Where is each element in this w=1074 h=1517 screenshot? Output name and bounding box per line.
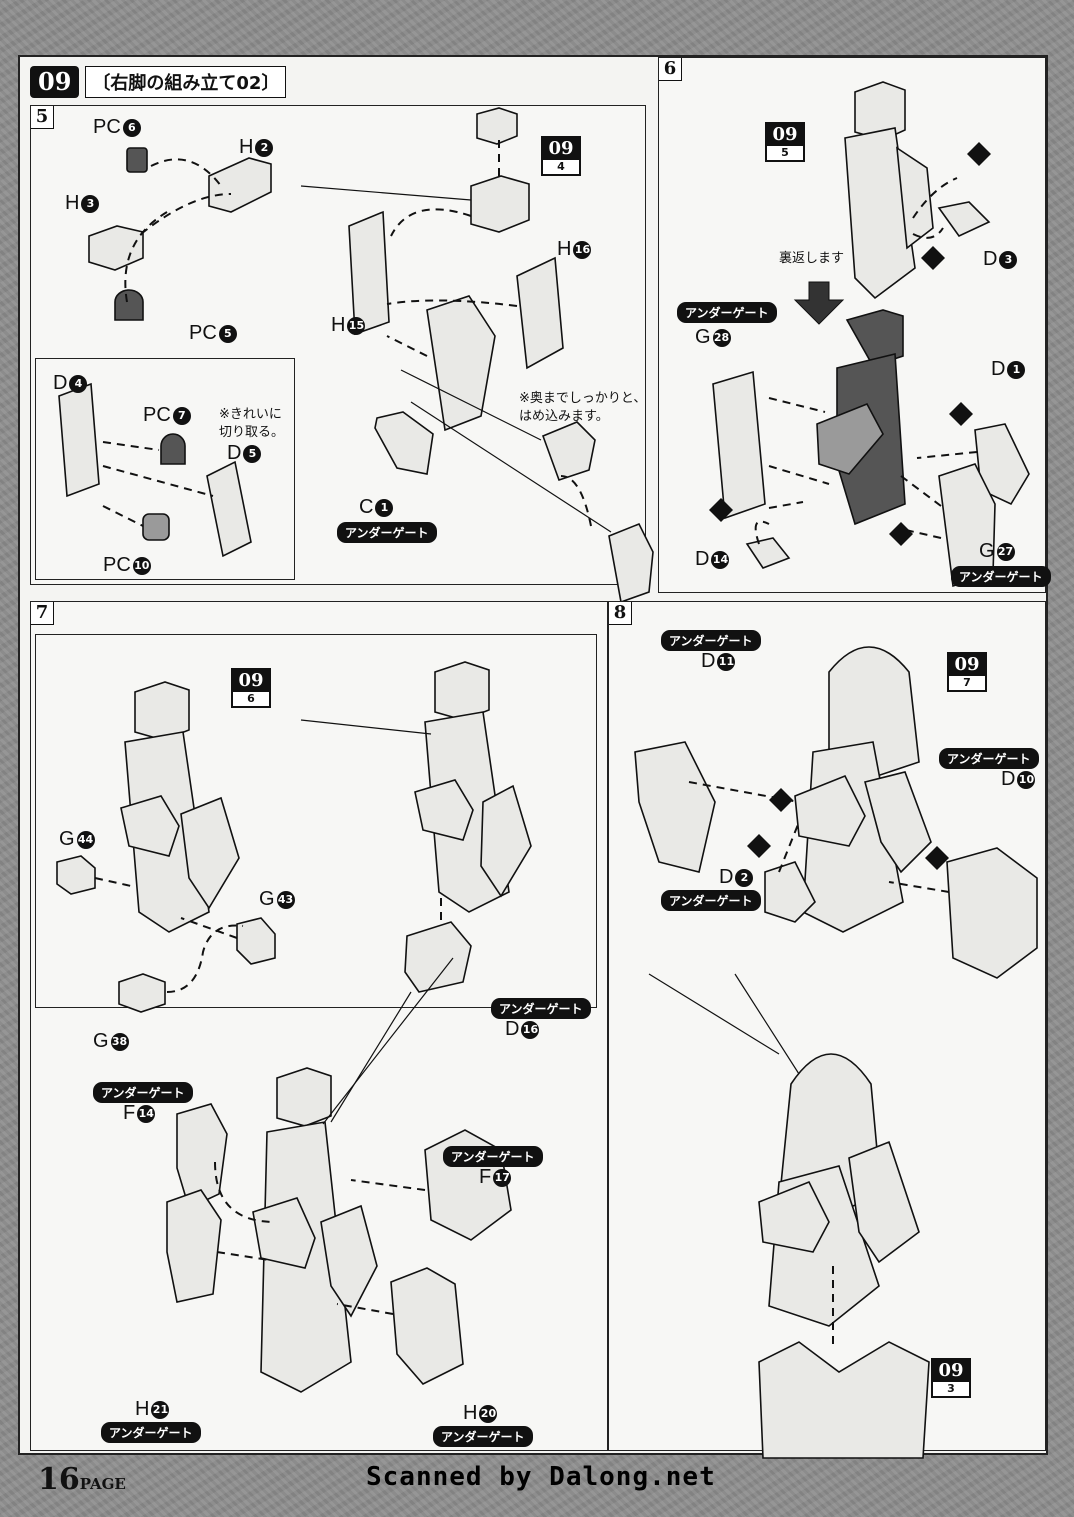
note-press-fit: ※奥までしっかりと、はめ込みます。	[519, 391, 647, 424]
page-number: 16PAGE	[38, 1462, 126, 1497]
step-8-panel: 8 09 7 09 3	[608, 601, 1046, 1459]
step-5-panel: 5 09 4	[30, 105, 654, 604]
gate-label-f17: アンダーゲート	[443, 1146, 543, 1167]
part-pc6	[126, 147, 148, 173]
part-h15	[348, 210, 390, 336]
section-title: 〔右脚の組み立て02〕	[85, 66, 287, 98]
gate-label-h20: アンダーゲート	[433, 1426, 533, 1447]
part-joint-block	[470, 175, 530, 233]
section-number: 09	[30, 66, 80, 98]
step-7-panel: 7 09 6	[30, 601, 608, 1451]
gate-label-g27: アンダーゲート	[951, 566, 1051, 587]
gate-label-d10: アンダーゲート	[939, 748, 1039, 769]
gate-label-d11: アンダーゲート	[661, 630, 761, 651]
instruction-sheet: 09 〔右脚の組み立て02〕 5 09 4	[18, 55, 1051, 1459]
step-7-ref-badge: 09 6	[231, 668, 271, 708]
step-6-number: 6	[659, 58, 682, 81]
step-5-subbox	[35, 358, 295, 580]
part-pc10	[142, 513, 170, 541]
step-7-diagram	[56, 661, 532, 1393]
part-h16	[516, 256, 564, 370]
step-6-diagram	[709, 81, 1030, 588]
gate-label-h21: アンダーゲート	[101, 1422, 201, 1443]
part-d5	[206, 460, 252, 558]
part-d4	[58, 382, 100, 498]
step-5-ref-badge: 09 4	[541, 136, 581, 176]
part-h3	[88, 225, 144, 271]
part-h2	[208, 157, 272, 213]
step-8-diagram	[634, 646, 1038, 1459]
part-detail-b	[608, 522, 654, 604]
step-8-ref-badge-bottom: 09 3	[931, 1358, 971, 1398]
flip-note: 裏返します	[779, 251, 845, 266]
step-7-number: 7	[31, 602, 54, 625]
step-8-ref-badge-top: 09 7	[947, 652, 987, 692]
step-6-ref-badge: 09 5	[765, 122, 805, 162]
scan-credit: Scanned by Dalong.net	[366, 1462, 716, 1492]
part-c1	[374, 411, 434, 475]
part-pc5	[114, 289, 144, 321]
gate-label-g28: アンダーゲート	[677, 302, 777, 323]
section-header: 09 〔右脚の組み立て02〕	[30, 65, 287, 99]
gate-label-d16: アンダーゲート	[491, 998, 591, 1019]
part-detail-a	[541, 421, 596, 482]
step-5-number: 5	[31, 106, 54, 129]
gate-label-f14: アンダーゲート	[93, 1082, 193, 1103]
gate-label-c1: アンダーゲート	[337, 522, 437, 543]
step-6-panel: 6 09 5 裏返します	[658, 57, 1051, 593]
step-5-diagram	[58, 107, 654, 604]
gate-label-d2: アンダーゲート	[661, 890, 761, 911]
note-trim: ※きれいに切り取る。	[219, 407, 285, 440]
part-pc7	[160, 433, 186, 465]
part-center	[426, 295, 496, 432]
part-joint-top	[476, 107, 518, 145]
step-8-number: 8	[609, 602, 632, 625]
